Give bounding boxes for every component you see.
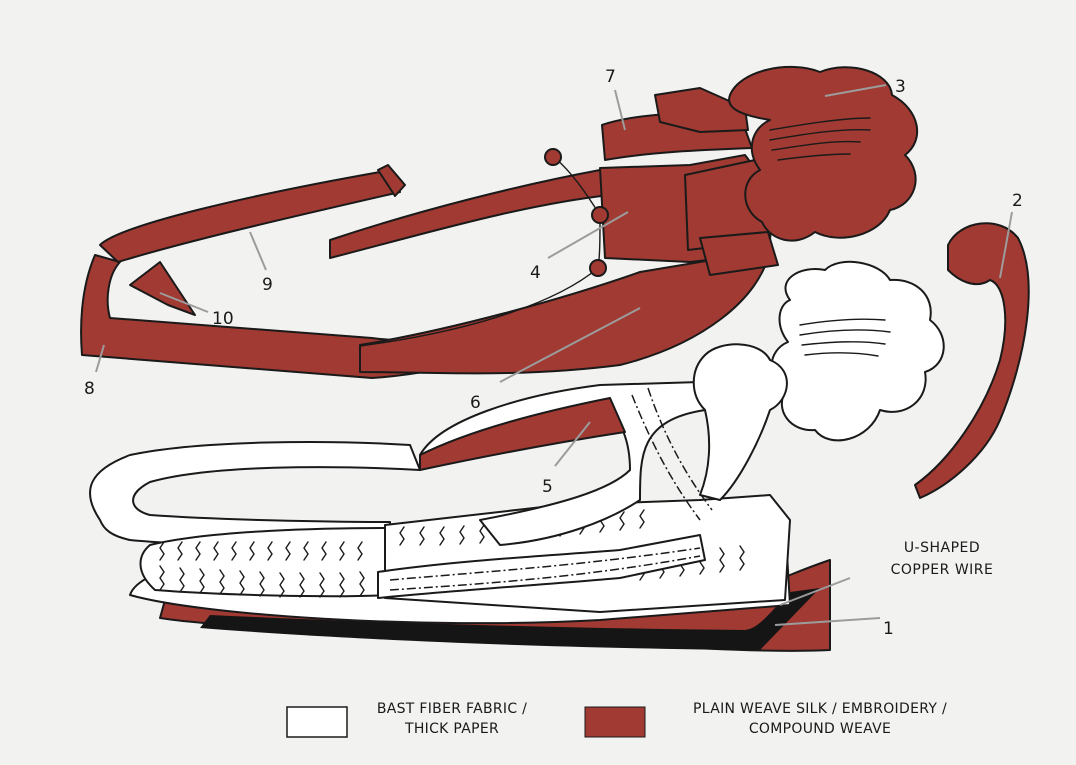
legend-swatch-silk [585,707,645,737]
legend-fiber-line2: THICK PAPER [404,721,499,737]
wire-label: U-SHAPED COPPER WIRE [891,540,994,578]
label-3: 3 [895,77,906,97]
legend: BAST FIBER FABRIC / THICK PAPER PLAIN WE… [287,701,947,737]
legend-fiber-line1: BAST FIBER FABRIC / [377,701,527,717]
white-fan-piece [694,344,787,500]
legend-silk-line1: PLAIN WEAVE SILK / EMBROIDERY / [693,701,947,717]
wire-label-line2: COPPER WIRE [891,562,994,578]
legend-swatch-fiber [287,707,347,737]
white-scalloped-piece [771,262,943,441]
part-4-small-piece [700,232,778,275]
cord-bead-3 [590,260,606,276]
label-2: 2 [1012,191,1023,211]
label-7: 7 [605,67,616,87]
legend-silk-line2: COMPOUND WEAVE [749,721,891,737]
label-4: 4 [530,263,541,283]
label-5: 5 [542,477,553,497]
label-1: 1 [883,619,894,639]
label-9: 9 [262,275,273,295]
cord-bead-2 [592,207,608,223]
leader-9 [250,232,266,270]
part-3-flower [729,67,917,241]
wire-label-line1: U-SHAPED [904,540,980,556]
label-6: 6 [470,393,481,413]
label-10: 10 [212,309,234,329]
cord-bead-1 [545,149,561,165]
label-8: 8 [84,379,95,399]
part-10-triangle [130,262,195,315]
